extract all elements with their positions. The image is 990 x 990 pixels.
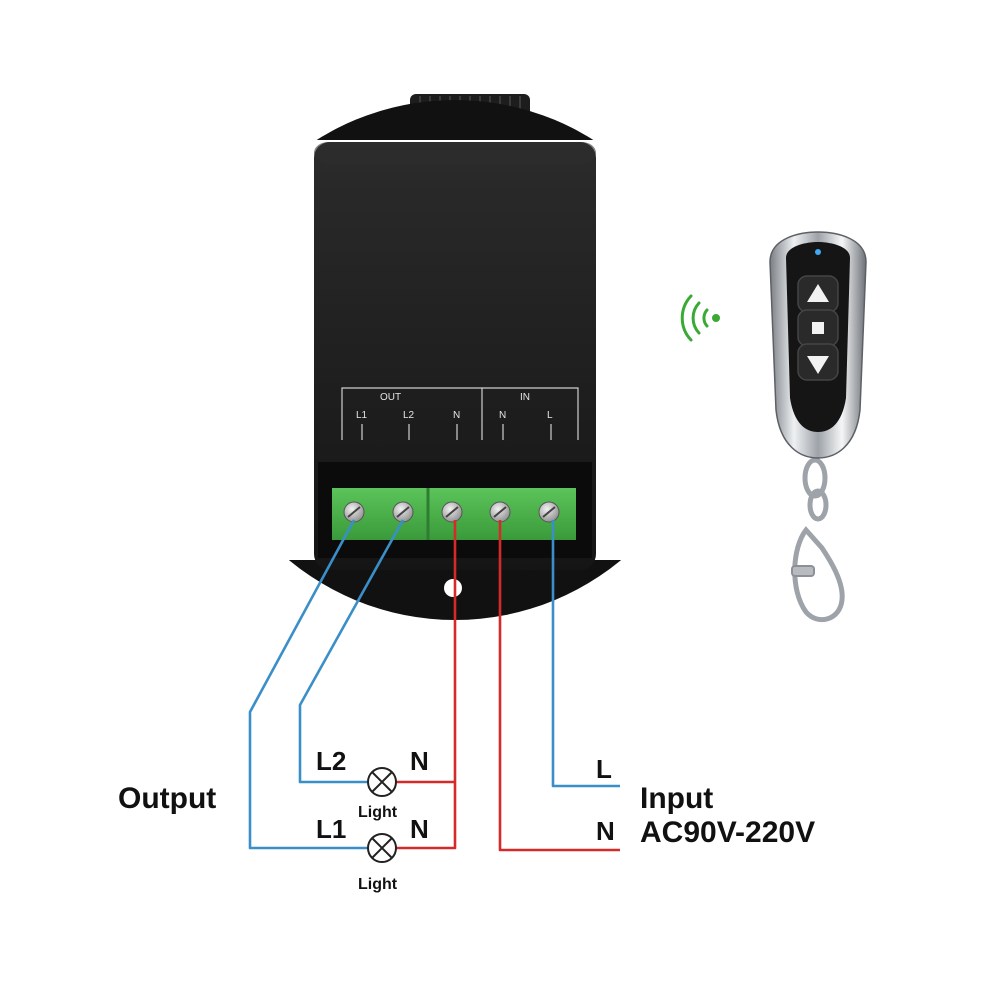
screw-n-out[interactable] — [441, 501, 463, 523]
keyring — [791, 457, 845, 623]
lamp-icon — [367, 767, 397, 797]
terminal-label-n-out: N — [453, 410, 460, 421]
out-label: OUT — [380, 392, 401, 403]
status-led — [815, 249, 821, 255]
terminal-label-l2: L2 — [403, 410, 415, 421]
input-voltage-label: AC90V-220V — [640, 816, 815, 849]
label-l-input: L — [596, 754, 612, 784]
remote-buttons — [797, 275, 839, 381]
label-l1: L1 — [316, 814, 346, 844]
output-label: Output — [118, 782, 216, 815]
terminal-screws — [343, 501, 560, 523]
down-button[interactable] — [797, 343, 839, 381]
wire-l2 — [298, 519, 405, 784]
wire-n-out — [396, 520, 457, 850]
lamp-top-caption: Light — [358, 804, 398, 821]
lamp-bottom: Light — [358, 833, 398, 893]
wire-n-input — [498, 520, 620, 852]
receiver-module: OUT IN L1 L2 N N L — [190, 94, 720, 620]
input-label: Input — [640, 782, 713, 815]
screw-n-in[interactable] — [489, 501, 511, 523]
label-n-bottom: N — [410, 814, 429, 844]
mounting-hole — [444, 579, 462, 597]
lamp-bottom-caption: Light — [358, 876, 398, 893]
remote-control — [769, 231, 867, 623]
label-l2: L2 — [316, 746, 346, 776]
label-n-input: N — [596, 816, 615, 846]
label-n-top: N — [410, 746, 429, 776]
lamp-icon — [367, 833, 397, 863]
in-label: IN — [520, 392, 530, 403]
terminal-label-l-in: L — [547, 410, 553, 421]
lamp-top: Light — [358, 767, 398, 821]
screw-l2[interactable] — [392, 501, 414, 523]
wires — [248, 519, 620, 852]
screw-l1[interactable] — [343, 501, 365, 523]
terminal-label-n-in: N — [499, 410, 506, 421]
down-arrow-icon — [807, 356, 829, 374]
terminal-legend: OUT IN L1 L2 N N L — [341, 387, 579, 440]
stop-button[interactable] — [797, 309, 839, 347]
wireless-signal-icon — [680, 294, 720, 342]
stop-icon — [812, 322, 824, 334]
wire-l-input — [551, 520, 620, 788]
screw-l-in[interactable] — [538, 501, 560, 523]
up-arrow-icon — [807, 284, 829, 302]
up-button[interactable] — [797, 275, 839, 313]
terminal-label-l1: L1 — [356, 410, 368, 421]
wire-l1 — [248, 519, 368, 850]
